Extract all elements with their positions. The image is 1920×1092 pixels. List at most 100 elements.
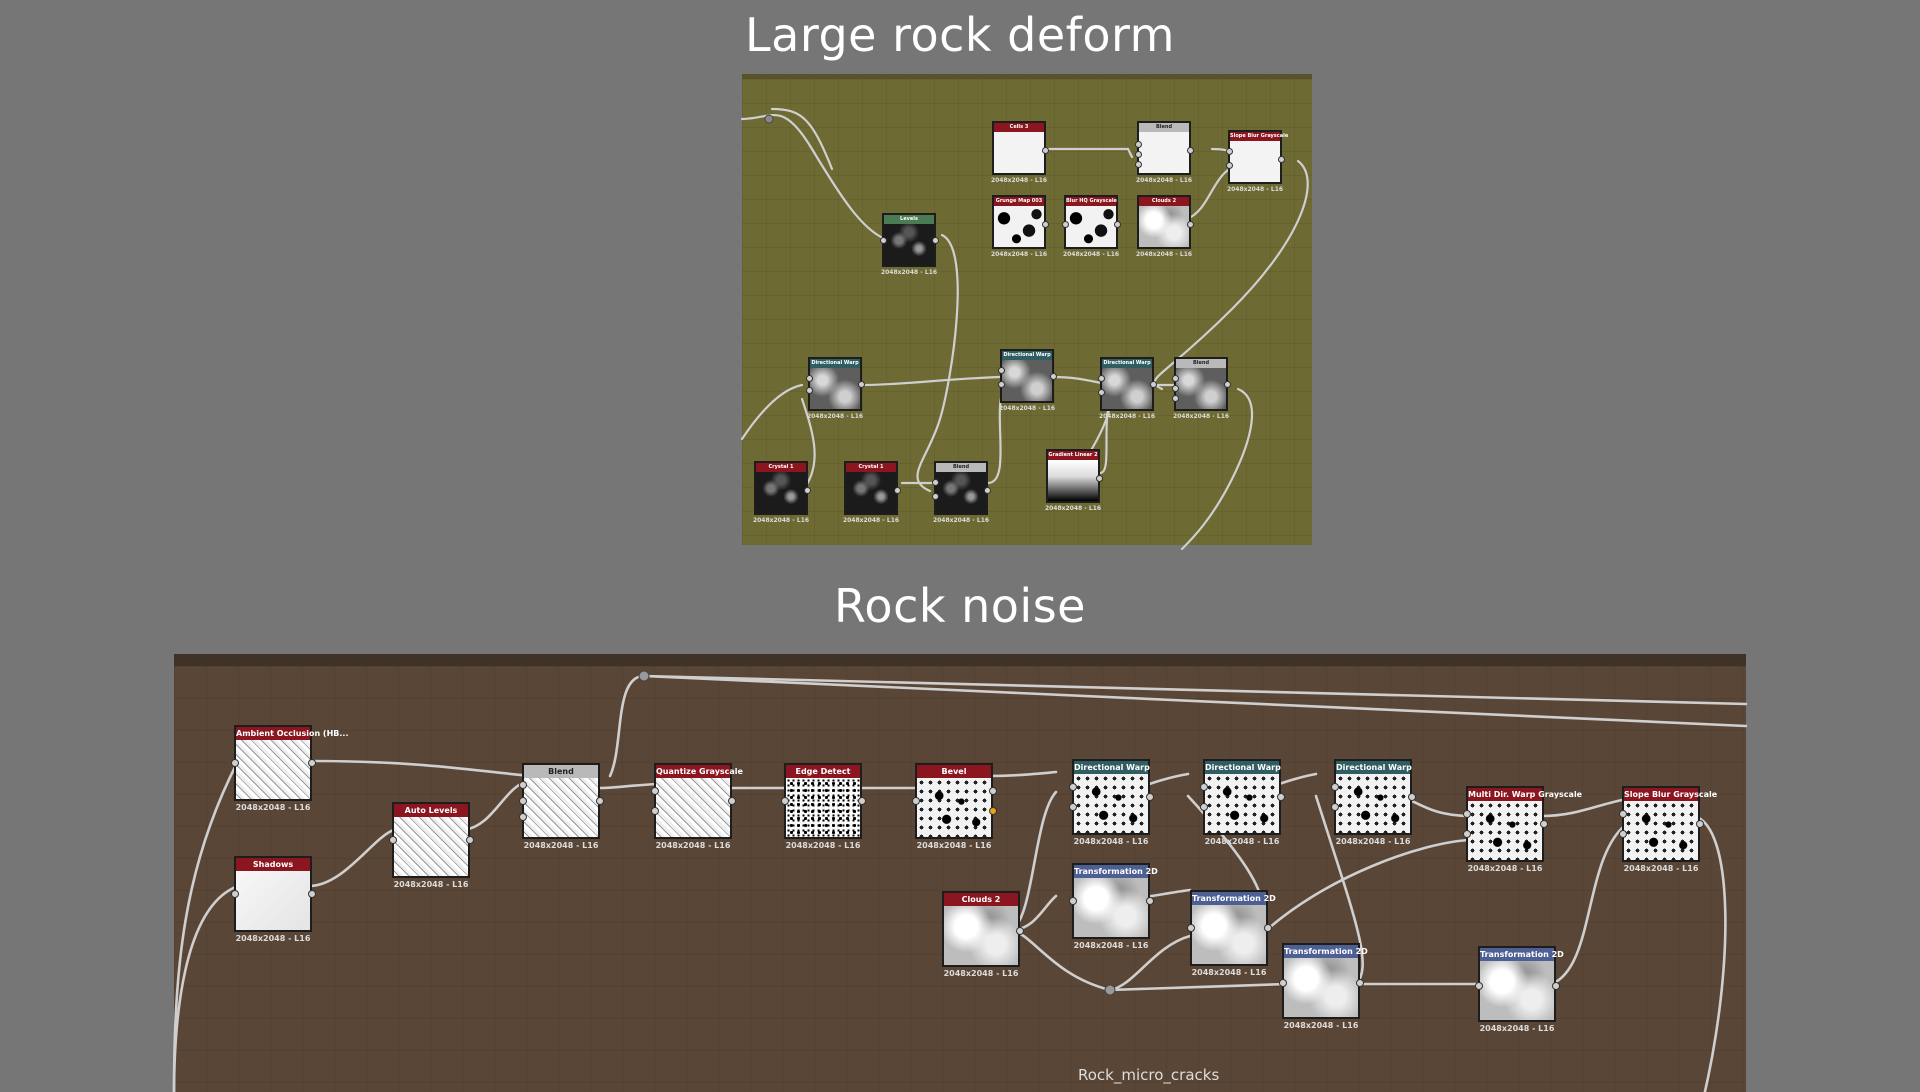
output-port[interactable] (466, 836, 474, 844)
input-port[interactable] (231, 759, 239, 767)
output-port-selected[interactable] (989, 807, 997, 815)
output-port[interactable] (1540, 820, 1548, 828)
output-port[interactable] (1042, 147, 1049, 154)
node-slope-blur-grayscale[interactable]: Slope Blur Grayscale 2048x2048 - L16 (1226, 130, 1288, 193)
output-port[interactable] (728, 797, 736, 805)
input-port[interactable] (651, 787, 659, 795)
input-port[interactable] (1135, 161, 1142, 168)
node-blend[interactable]: Blend 2048x2048 - L16 (519, 763, 604, 850)
node-transformation-2d-4[interactable]: Transformation 2D 2048x2048 - L16 (1475, 946, 1564, 1033)
input-port[interactable] (1187, 924, 1195, 932)
input-port[interactable] (998, 381, 1005, 388)
node-ambient-occlusion[interactable]: Ambient Occlusion (HB... 2048x2048 - L16 (231, 725, 349, 812)
output-port[interactable] (1696, 820, 1704, 828)
input-port[interactable] (1069, 783, 1077, 791)
input-port[interactable] (231, 890, 239, 898)
input-port[interactable] (1279, 979, 1287, 987)
input-port[interactable] (651, 807, 659, 815)
output-port[interactable] (1224, 381, 1231, 388)
node-grunge-map[interactable]: Grunge Map 003 2048x2048 - L16 (991, 195, 1049, 258)
output-port[interactable] (1278, 156, 1285, 163)
input-port[interactable] (1619, 830, 1627, 838)
input-port[interactable] (1098, 375, 1105, 382)
output-port[interactable] (989, 787, 997, 795)
output-port[interactable] (894, 487, 901, 494)
input-port[interactable] (806, 387, 813, 394)
node-blend-bottom[interactable]: Blend 2048x2048 - L16 (932, 461, 991, 524)
output-port[interactable] (1096, 475, 1103, 482)
input-port[interactable] (1172, 375, 1179, 382)
node-blend-mid[interactable]: Blend 2048x2048 - L16 (1172, 357, 1231, 420)
node-blur-hq-grayscale[interactable]: Blur HQ Grayscale 2048x2048 - L16 (1062, 195, 1121, 258)
node-edge-detect[interactable]: Edge Detect 2048x2048 - L16 (781, 763, 866, 850)
node-multi-dir-warp-grayscale[interactable]: Multi Dir. Warp Grayscale 2048x2048 - L1… (1463, 786, 1582, 873)
rock-noise-node-graph[interactable]: Ambient Occlusion (HB... 2048x2048 - L16… (172, 654, 1748, 1092)
node-transformation-2d-3[interactable]: Transformation 2D 2048x2048 - L16 (1279, 943, 1368, 1030)
input-port[interactable] (1463, 810, 1471, 818)
output-port[interactable] (1146, 897, 1154, 905)
input-port[interactable] (912, 797, 920, 805)
node-levels[interactable]: Levels 2048x2048 - L16 (880, 213, 939, 276)
output-port[interactable] (1552, 982, 1560, 990)
input-port[interactable] (1331, 783, 1339, 791)
input-port[interactable] (1135, 141, 1142, 148)
node-clouds-2[interactable]: Clouds 2 2048x2048 - L16 (942, 891, 1024, 978)
node-auto-levels[interactable]: Auto Levels 2048x2048 - L16 (389, 802, 474, 889)
node-directional-warp-b[interactable]: Directional Warp 2048x2048 - L16 (998, 349, 1057, 412)
output-port[interactable] (1356, 979, 1364, 987)
output-port[interactable] (1408, 793, 1416, 801)
input-port[interactable] (1475, 982, 1483, 990)
node-slope-blur-grayscale-rock[interactable]: Slope Blur Grayscale 2048x2048 - L16 (1619, 786, 1717, 873)
output-port[interactable] (1187, 221, 1194, 228)
input-port[interactable] (781, 797, 789, 805)
node-blend-top[interactable]: Blend 2048x2048 - L16 (1135, 121, 1194, 184)
output-port[interactable] (858, 381, 865, 388)
node-directional-warp-2[interactable]: Directional Warp 2048x2048 - L16 (1200, 759, 1285, 846)
input-port[interactable] (932, 479, 939, 486)
node-shadows[interactable]: Shadows 2048x2048 - L16 (231, 856, 316, 943)
output-port[interactable] (1146, 793, 1154, 801)
node-directional-warp-a[interactable]: Directional Warp 2048x2048 - L16 (806, 357, 865, 420)
node-directional-warp-1[interactable]: Directional Warp 2048x2048 - L16 (1069, 759, 1154, 846)
node-crystal-1-b[interactable]: Crystal 1 2048x2048 - L16 (843, 461, 901, 524)
node-quantize-grayscale[interactable]: Quantize Grayscale 2048x2048 - L16 (651, 763, 743, 850)
input-port[interactable] (1619, 810, 1627, 818)
input-port[interactable] (1331, 803, 1339, 811)
input-port[interactable] (880, 237, 887, 244)
output-port[interactable] (1187, 147, 1194, 154)
output-port[interactable] (308, 890, 316, 898)
output-port[interactable] (308, 759, 316, 767)
input-port[interactable] (1069, 897, 1077, 905)
input-port[interactable] (1463, 830, 1471, 838)
output-port[interactable] (1016, 927, 1024, 935)
input-port[interactable] (519, 797, 527, 805)
node-transformation-2d-1[interactable]: Transformation 2D 2048x2048 - L16 (1069, 863, 1158, 950)
output-port[interactable] (1042, 221, 1049, 228)
output-port[interactable] (1050, 373, 1057, 380)
output-port[interactable] (804, 487, 811, 494)
input-port[interactable] (932, 493, 939, 500)
output-port[interactable] (1114, 221, 1121, 228)
input-port[interactable] (1226, 162, 1233, 169)
output-port[interactable] (984, 487, 991, 494)
input-port[interactable] (1135, 151, 1142, 158)
input-port[interactable] (519, 781, 527, 789)
node-crystal-1-a[interactable]: Crystal 1 2048x2048 - L16 (753, 461, 811, 524)
output-port[interactable] (1277, 793, 1285, 801)
node-gradient-linear-2[interactable]: Gradient Linear 2 2048x2048 - L16 (1045, 449, 1103, 512)
input-port[interactable] (1098, 389, 1105, 396)
input-port[interactable] (1172, 395, 1179, 402)
node-transformation-2d-2[interactable]: Transformation 2D 2048x2048 - L16 (1187, 890, 1276, 977)
node-directional-warp-3[interactable]: Directional Warp 2048x2048 - L16 (1331, 759, 1416, 846)
output-port[interactable] (596, 797, 604, 805)
input-port[interactable] (1200, 783, 1208, 791)
output-port[interactable] (858, 797, 866, 805)
input-port[interactable] (1172, 385, 1179, 392)
large-rock-node-graph[interactable]: Cells 3 2048x2048 - L16 Blend 2048x2048 … (740, 74, 1312, 551)
output-port[interactable] (1150, 381, 1157, 388)
node-clouds-2-top[interactable]: Clouds 2 2048x2048 - L16 (1136, 195, 1194, 258)
output-port[interactable] (932, 237, 939, 244)
input-port[interactable] (519, 813, 527, 821)
input-port[interactable] (1226, 148, 1233, 155)
input-port[interactable] (1069, 803, 1077, 811)
